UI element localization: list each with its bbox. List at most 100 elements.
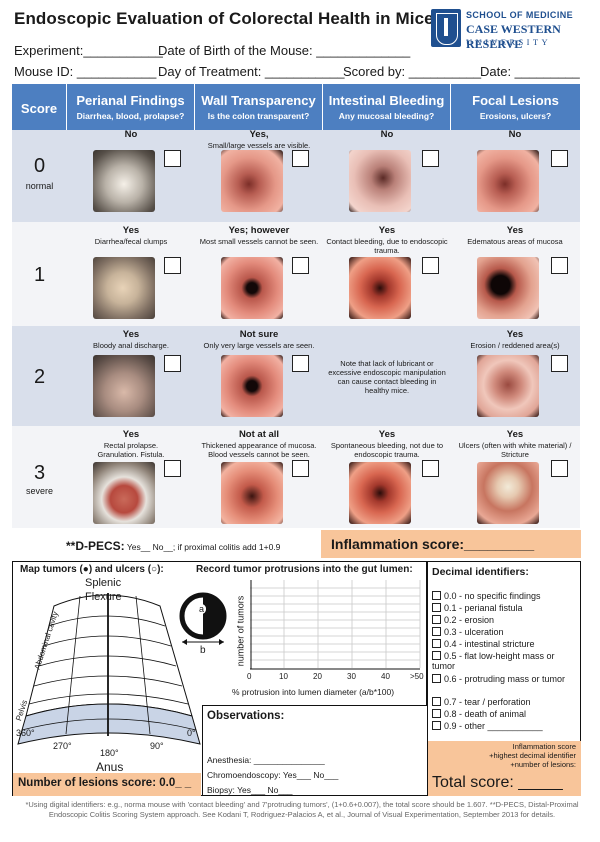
decimal-checkbox[interactable] (432, 651, 441, 660)
decimal-item[interactable]: 0.9 - other ___________ (432, 721, 543, 731)
mouse-id-field[interactable]: Mouse ID: ___________ (14, 64, 157, 79)
wall-partial-photo (221, 257, 283, 319)
score-checkbox[interactable] (164, 355, 181, 372)
score-checkbox[interactable] (422, 150, 439, 167)
decimal-item[interactable]: 0.1 - perianal fistula (432, 603, 523, 613)
colon-map-diagram[interactable] (14, 576, 204, 776)
score-checkbox[interactable] (422, 460, 439, 477)
score-checkbox[interactable] (551, 355, 568, 372)
lesions-score[interactable]: Number of lesions score: 0.0_ _ (13, 773, 201, 796)
seal-icon (431, 9, 461, 47)
label-b: b (200, 645, 206, 656)
logo-university: UNIVERSITY (466, 37, 551, 47)
dpecs-line[interactable]: **D-PECS: Yes__ No__; if proximal coliti… (66, 539, 281, 553)
tick-10: 10 (279, 672, 288, 681)
day-of-treatment-field[interactable]: Day of Treatment: ___________ (158, 64, 345, 79)
scored-by-field[interactable]: Scored by: __________ (343, 64, 482, 79)
tick-40: 40 (381, 672, 390, 681)
tumor-cross-section-icon (179, 592, 227, 645)
no-lesion-photo (477, 150, 539, 212)
experiment-field[interactable]: Experiment:___________ (14, 43, 163, 58)
score-checkbox[interactable] (422, 257, 439, 274)
score-checkbox[interactable] (292, 460, 309, 477)
decimal-checkbox[interactable] (432, 603, 441, 612)
decimal-item[interactable]: 0.0 - no specific findings (432, 591, 541, 601)
tick-20: 20 (313, 672, 322, 681)
cell-head: Yes (122, 429, 140, 440)
decimal-item[interactable]: 0.5 - flat low-height mass or tumor (432, 651, 555, 671)
cell-head: Yes (378, 429, 396, 440)
tick-0: 0 (247, 672, 252, 681)
biopsy-field[interactable]: Biopsy: Yes___ No___ (207, 785, 293, 795)
chromoendoscopy-field[interactable]: Chromoendoscopy: Yes___ No___ (207, 770, 339, 780)
map-title: Map tumors (●) and ulcers (○): (20, 564, 164, 575)
erosion-photo (477, 355, 539, 417)
protrusion-title: Record tumor protrusions into the gut lu… (196, 564, 413, 575)
decimal-checkbox[interactable] (432, 721, 441, 730)
cell-desc: Bloody anal discharge. (93, 341, 169, 350)
score-checkbox[interactable] (551, 460, 568, 477)
flexure-label: Flexure (85, 591, 122, 603)
tick-30: 30 (347, 672, 356, 681)
cell-head: Yes, (249, 129, 269, 140)
prolapse-photo (93, 462, 155, 524)
score-checkbox[interactable] (551, 150, 568, 167)
total-l2: +highest decimal identifier (489, 751, 576, 760)
score-checkbox[interactable] (292, 257, 309, 274)
column-header-wall: Wall Transparency Is the colon transpare… (195, 84, 323, 130)
decimal-checkbox[interactable] (432, 591, 441, 600)
decimal-checkbox[interactable] (432, 697, 441, 706)
wall-unsure-photo (221, 355, 283, 417)
row-score-label: normal (25, 181, 54, 191)
inflammation-score[interactable]: Inflammation score:_________ (321, 530, 581, 558)
anus-label: Anus (96, 760, 124, 774)
decimal-item[interactable]: 0.6 - protruding mass or tumor (432, 674, 572, 684)
cell-head: Not sure (239, 329, 279, 340)
decimal-item[interactable]: 0.2 - erosion (432, 615, 494, 625)
score-checkbox[interactable] (164, 150, 181, 167)
score-checkbox[interactable] (292, 355, 309, 372)
cell-head: Yes (122, 329, 140, 340)
angle-90: 90° (150, 741, 164, 751)
decimal-item[interactable]: 0.3 - ulceration (432, 627, 504, 637)
score-checkbox[interactable] (551, 257, 568, 274)
decimal-title: Decimal identifiers: (432, 566, 529, 578)
tick-50plus: >50 (410, 672, 424, 681)
cell-head: Yes (122, 225, 140, 236)
decimal-checkbox[interactable] (432, 709, 441, 718)
row-score: 1 (33, 264, 46, 286)
no-bleeding-photo (349, 150, 411, 212)
decimal-checkbox[interactable] (432, 674, 441, 683)
diarrhea-photo (93, 257, 155, 319)
university-logo: SCHOOL OF MEDICINE CASE WESTERN RESERVE … (431, 9, 591, 51)
total-l3: +number of lesions: (510, 760, 576, 769)
total-score[interactable]: Total score: _____ (432, 774, 563, 791)
date-field[interactable]: Date: _________ (480, 64, 580, 79)
logo-school: SCHOOL OF MEDICINE (466, 10, 574, 20)
cell-desc: Diarrhea/fecal clumps (94, 237, 168, 246)
row-score: 3 (33, 462, 46, 484)
observations-box[interactable] (202, 705, 428, 796)
protrusion-grid[interactable] (250, 580, 422, 680)
score-checkbox[interactable] (164, 257, 181, 274)
total-score-box[interactable] (428, 741, 581, 796)
score-checkbox[interactable] (292, 150, 309, 167)
row-score-label: severe (25, 486, 53, 496)
decimal-item[interactable]: 0.8 - death of animal (432, 709, 526, 719)
column-header-perianal: Perianal Findings Diarrhea, blood, prola… (67, 84, 195, 130)
decimal-checkbox[interactable] (432, 639, 441, 648)
angle-0: 0° (187, 728, 196, 738)
cell-head: Yes (506, 429, 524, 440)
cell-head: No (508, 129, 522, 140)
cell-head: Not at all (238, 429, 280, 440)
observations-title: Observations: (207, 710, 285, 722)
decimal-item[interactable]: 0.7 - tear / perforation (432, 697, 531, 707)
protrusion-xlabel: % protrusion into lumen diameter (a/b*10… (232, 687, 395, 697)
row-score: 2 (33, 366, 46, 388)
decimal-item[interactable]: 0.4 - intestinal stricture (432, 639, 535, 649)
dob-field[interactable]: Date of Birth of the Mouse: ____________… (158, 43, 411, 58)
decimal-checkbox[interactable] (432, 627, 441, 636)
score-checkbox[interactable] (164, 460, 181, 477)
decimal-checkbox[interactable] (432, 615, 441, 624)
anesthesia-field[interactable]: Anesthesia: _______________ (207, 755, 325, 765)
